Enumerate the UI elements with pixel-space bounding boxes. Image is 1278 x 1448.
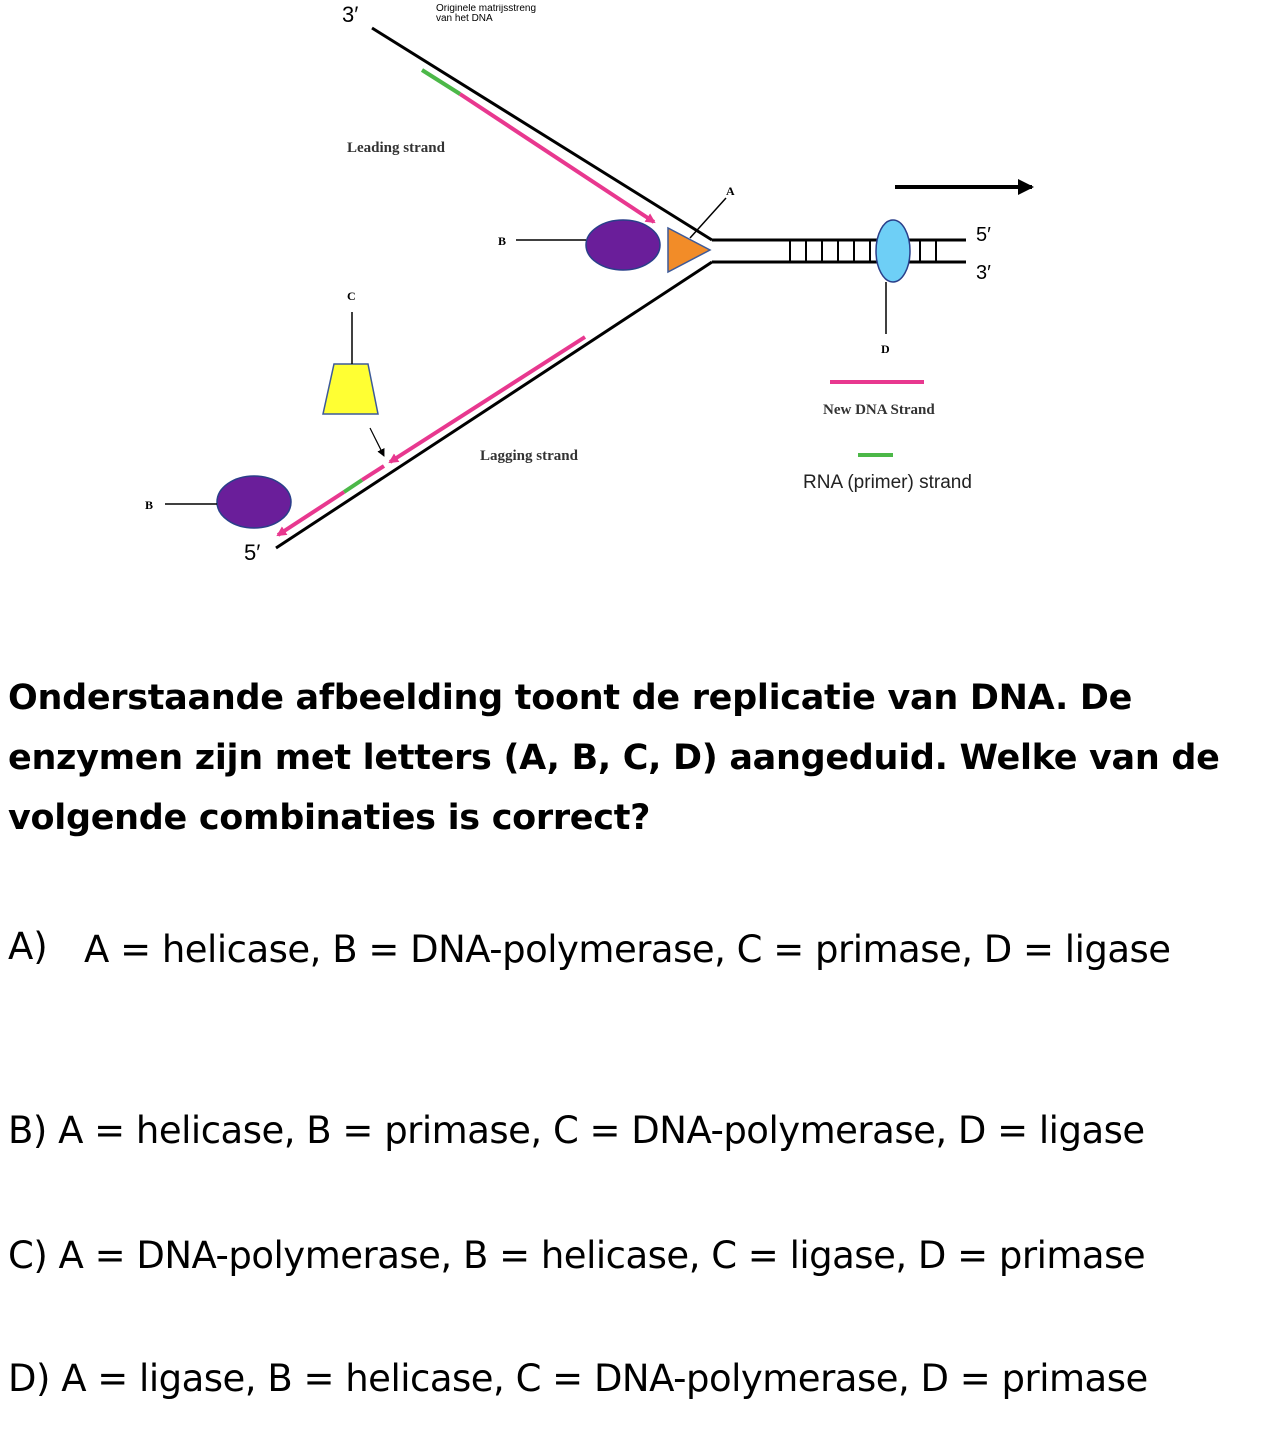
- option-c-letter: C): [8, 1234, 48, 1277]
- option-c: C) A = DNA-polymerase, B = helicase, C =…: [8, 1227, 1146, 1285]
- option-a-text: A = helicase, B = DNA-polymerase, C = pr…: [84, 928, 1171, 971]
- top-template-strand: [371, 26, 713, 242]
- enzyme-c-shape: [322, 363, 379, 415]
- top-end-label: 3′: [342, 2, 358, 27]
- option-b-text: A = helicase, B = primase, C = DNA-polym…: [58, 1109, 1145, 1152]
- right-bottom-end-label: 3′: [976, 262, 991, 284]
- lagging-new-strand-3: [276, 490, 346, 537]
- enzyme-d-shape: [875, 219, 911, 283]
- dna-replication-diagram: A B B C D 3′ 5′ 5′ 3′ Originele matrijss…: [145, 2, 1034, 565]
- option-d-letter: D): [8, 1357, 50, 1400]
- lagging-new-strand-1: [388, 335, 587, 464]
- leading-primer: [420, 68, 462, 96]
- enzyme-b-bottom-label: B: [145, 498, 153, 512]
- option-a-letter: A): [8, 925, 48, 968]
- option-b: B) A = helicase, B = primase, C = DNA-po…: [8, 1102, 1145, 1160]
- option-d-text: A = ligase, B = helicase, C = DNA-polyme…: [61, 1357, 1148, 1400]
- enzyme-b-bottom-shape: [216, 475, 292, 529]
- question-text: Onderstaande afbeelding toont de replica…: [8, 678, 1220, 838]
- lagging-primer: [342, 478, 364, 494]
- option-c-text: A = DNA-polymerase, B = helicase, C = li…: [58, 1234, 1146, 1277]
- template-strand-label: Originele matrijsstreng van het DNA: [436, 4, 537, 24]
- bottom-end-label: 5′: [244, 540, 260, 565]
- bottom-template-strand: [275, 260, 713, 550]
- enzyme-b-top-shape: [585, 219, 661, 271]
- option-d: D) A = ligase, B = helicase, C = DNA-pol…: [8, 1350, 1148, 1408]
- parental-duplex: [712, 238, 966, 264]
- legend-rna-primer-label: RNA (primer) strand: [803, 472, 972, 493]
- enzyme-a-label: A: [726, 184, 735, 198]
- right-top-end-label: 5′: [976, 224, 991, 246]
- enzyme-d-label: D: [881, 342, 890, 356]
- lagging-new-strand-2: [360, 464, 386, 482]
- enzyme-c-label: C: [347, 289, 356, 303]
- enzyme-a-leader: [689, 197, 727, 239]
- option-b-letter: B): [8, 1109, 47, 1152]
- enzyme-b-top-label: B: [498, 234, 506, 248]
- lagging-strand-label: Lagging strand: [480, 448, 579, 464]
- leading-new-strand: [458, 92, 656, 224]
- leading-strand-label: Leading strand: [347, 140, 446, 156]
- enzyme-a-shape: [667, 226, 712, 274]
- enzyme-c-pointer: [369, 427, 385, 457]
- legend-new-dna-label: New DNA Strand: [823, 402, 935, 418]
